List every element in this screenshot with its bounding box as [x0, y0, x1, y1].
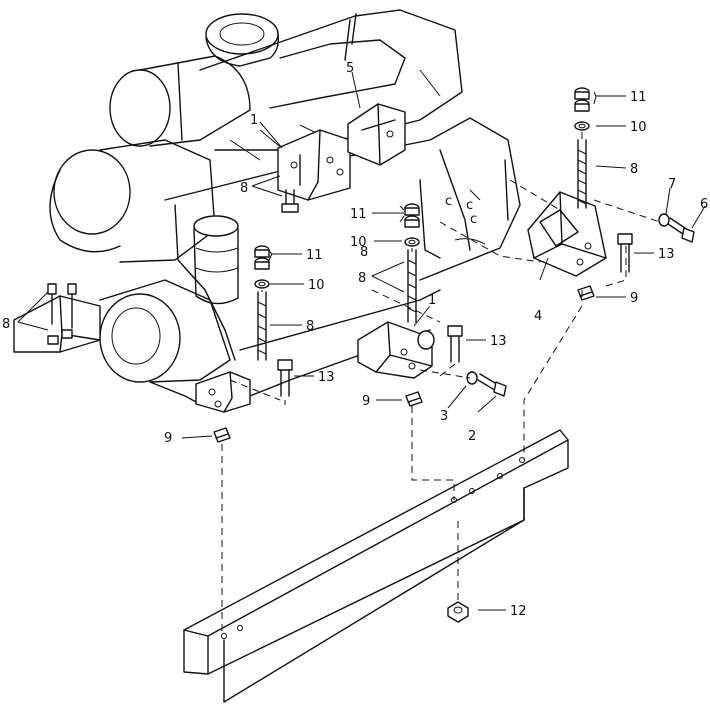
callout-2: 2: [468, 429, 476, 444]
clip-9-center: [405, 391, 423, 407]
callout-13-right: 13: [658, 247, 675, 262]
stud-left: [257, 291, 267, 361]
nuts-right: [574, 87, 590, 131]
callout-9-center: 9: [362, 394, 370, 409]
callout-8-left-stud: 8: [306, 319, 314, 334]
frame-rail: [183, 429, 569, 703]
callout-12: 12: [510, 604, 527, 619]
nut-12: [447, 601, 469, 623]
callout-10-center: 10: [350, 235, 367, 250]
bolt-13-left: [277, 359, 293, 397]
stud-center: [407, 249, 417, 323]
clip-9-left: [213, 427, 231, 443]
svg-text:c: c: [445, 194, 452, 209]
callout-13-left: 13: [318, 370, 335, 385]
bolt-13-center: [447, 325, 463, 363]
callout-labels: 1 5 8 11 10 8 7 6 11 10 13 8 11 10 8 4 9…: [2, 61, 708, 619]
svg-text:c: c: [466, 198, 473, 213]
washer-3: [466, 371, 478, 385]
bracket-bolts-upper: [281, 189, 299, 213]
nuts-left: [254, 245, 270, 289]
callout-10-right: 10: [630, 120, 647, 135]
bolt-6: [667, 217, 695, 243]
bolt-2: [477, 373, 507, 397]
callout-8-center-label: 8: [360, 245, 368, 260]
callout-13-center: 13: [490, 334, 507, 349]
callout-11-right: 11: [630, 90, 647, 105]
callout-11-left: 11: [306, 248, 323, 263]
callout-8-center-stud: 8: [358, 271, 366, 286]
assembly-lines: [221, 132, 661, 632]
callout-8-right-stud: 8: [630, 162, 638, 177]
left-side-mount: [13, 283, 101, 353]
callout-10-left: 10: [308, 278, 325, 293]
callout-6: 6: [700, 197, 708, 212]
svg-text:c: c: [470, 212, 477, 227]
clip-9-right: [577, 285, 595, 301]
callout-5: 5: [346, 61, 354, 76]
front-mount-bracket-lower: [357, 321, 435, 379]
callout-3: 3: [440, 409, 448, 424]
leader-lines: [17, 71, 706, 611]
washer-7: [658, 213, 670, 227]
bracket-5: [347, 103, 406, 166]
callout-1-upper: 1: [250, 113, 258, 128]
callout-8-left-mount: 8: [2, 317, 10, 332]
callout-9-right: 9: [630, 291, 638, 306]
callout-9-left: 9: [164, 431, 172, 446]
nuts-center: [404, 203, 420, 247]
callout-4: 4: [534, 309, 542, 324]
callout-8-upper-bolts: 8: [240, 181, 248, 196]
stud-right: [577, 139, 587, 209]
rear-mount-bracket: [527, 191, 607, 277]
bolt-13-right: [617, 233, 633, 273]
callout-11-center: 11: [350, 207, 367, 222]
front-mount-bracket-upper: [277, 129, 351, 201]
callout-7: 7: [668, 177, 676, 192]
callout-1-lower: 1: [428, 293, 436, 308]
